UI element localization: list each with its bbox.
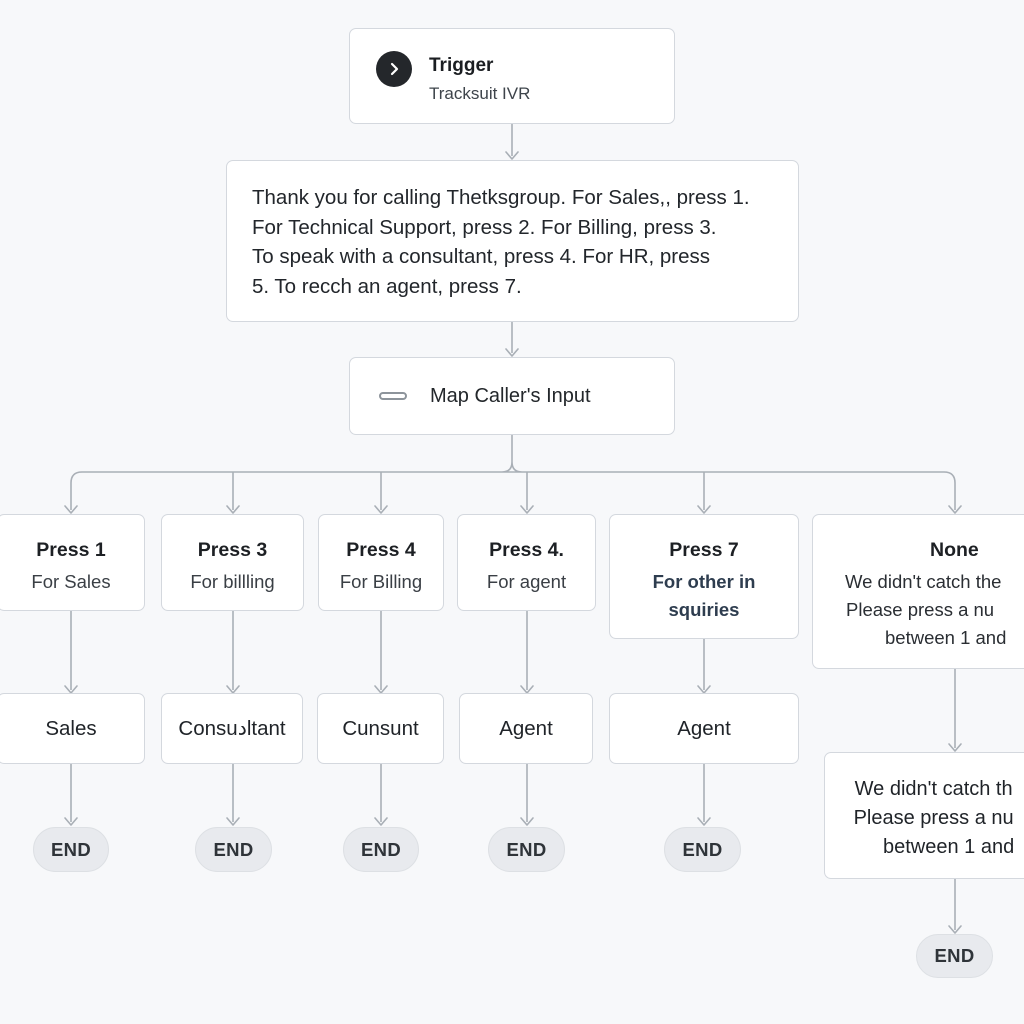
retry-line: Please press a nu <box>853 807 1014 829</box>
retry-line: We didn't catch th <box>854 778 1013 800</box>
end-node[interactable]: END <box>343 827 419 872</box>
option-node-press-1[interactable]: Press 1 For Sales <box>0 514 145 611</box>
trigger-subtitle: Tracksuit IVR <box>429 84 531 103</box>
option-subtitle: For billling <box>190 571 275 592</box>
destination-label: Consuدltant <box>178 717 286 740</box>
arrowhead <box>374 817 388 826</box>
option-title: Press 4. <box>489 539 564 561</box>
destination-label: Cunsunt <box>342 716 419 740</box>
option-subtitle: For other in squiries <box>610 568 798 624</box>
destination-label: Agent <box>677 716 731 740</box>
option-node-press-7[interactable]: Press 7 For other in squiries <box>609 514 799 639</box>
option-subtitle-line: Please press a nu <box>846 599 995 620</box>
arrowhead <box>697 817 711 826</box>
destination-node-agent-2[interactable]: Agent <box>609 693 799 764</box>
retry-message-node[interactable]: We didn't catch th Please press a nu bet… <box>824 752 1024 879</box>
arrowhead <box>226 817 240 826</box>
map-input-node[interactable]: Map Caller's Input <box>349 357 675 435</box>
option-subtitle-line: We didn't catch the <box>845 571 1002 592</box>
option-title: Press 1 <box>36 539 106 561</box>
option-title: Press 3 <box>197 539 268 561</box>
option-title: Press 4 <box>346 539 416 561</box>
trigger-node[interactable]: Trigger Tracksuit IVR <box>349 28 675 124</box>
chevron-right-icon <box>376 51 412 87</box>
arrowhead <box>374 505 388 514</box>
option-subtitle-line: For other in <box>652 571 756 592</box>
map-input-label: Map Caller's Input <box>430 385 591 407</box>
retry-message-text: We didn't catch th Please press a nu bet… <box>853 775 1015 862</box>
arrowhead <box>64 817 78 826</box>
option-node-press-4-billing[interactable]: Press 4 For Billing <box>318 514 444 611</box>
arrowhead <box>948 925 962 934</box>
end-node[interactable]: END <box>664 827 741 872</box>
end-node[interactable]: END <box>195 827 272 872</box>
input-field-icon <box>379 392 407 400</box>
destination-node-cunsunt[interactable]: Cunsunt <box>317 693 444 764</box>
message-line: To speak with a consultant, press 4. For… <box>252 245 711 268</box>
connector-branch-bus <box>70 461 956 484</box>
arrowhead <box>948 505 962 514</box>
destination-node-agent[interactable]: Agent <box>459 693 593 764</box>
option-title: Press 7 <box>669 539 739 561</box>
destination-label: Agent <box>499 716 553 740</box>
destination-node-consultant[interactable]: Consuدltant <box>161 693 303 764</box>
arrowhead <box>505 348 519 357</box>
end-node[interactable]: END <box>916 934 993 978</box>
option-subtitle-line: between 1 and <box>885 627 1007 648</box>
message-line: For Technical Support, press 2. For Bill… <box>252 215 717 239</box>
option-node-press-3[interactable]: Press 3 For billling <box>161 514 304 611</box>
arrowhead <box>64 505 78 514</box>
option-title: None <box>930 539 979 561</box>
retry-line: between 1 and <box>883 836 1015 858</box>
greeting-message-text: Thank you for calling Thetksgroup. For S… <box>252 183 780 301</box>
destination-label: Sales <box>45 716 97 740</box>
arrowhead <box>226 505 240 514</box>
message-line: Thank you for calling Thetksgroup. For S… <box>252 186 750 209</box>
destination-node-sales[interactable]: Sales <box>0 693 145 764</box>
end-node[interactable]: END <box>488 827 565 872</box>
option-node-press-4-agent[interactable]: Press 4. For agent <box>457 514 596 611</box>
option-subtitle: For Sales <box>31 571 111 592</box>
arrowhead <box>505 151 519 160</box>
option-subtitle-line: squiries <box>668 599 740 620</box>
trigger-title: Trigger <box>429 55 494 76</box>
end-node[interactable]: END <box>33 827 109 872</box>
arrowhead <box>520 505 534 514</box>
option-subtitle: For Billing <box>339 571 423 592</box>
arrowhead <box>697 505 711 514</box>
option-subtitle: For agent <box>486 571 567 592</box>
option-node-none[interactable]: None We didn't catch the Please press a … <box>812 514 1024 669</box>
message-line: 5. To recch an agent, press 7. <box>252 274 522 298</box>
greeting-message-node[interactable]: Thank you for calling Thetksgroup. For S… <box>226 160 799 322</box>
arrowhead <box>948 743 962 752</box>
arrowhead <box>520 817 534 826</box>
